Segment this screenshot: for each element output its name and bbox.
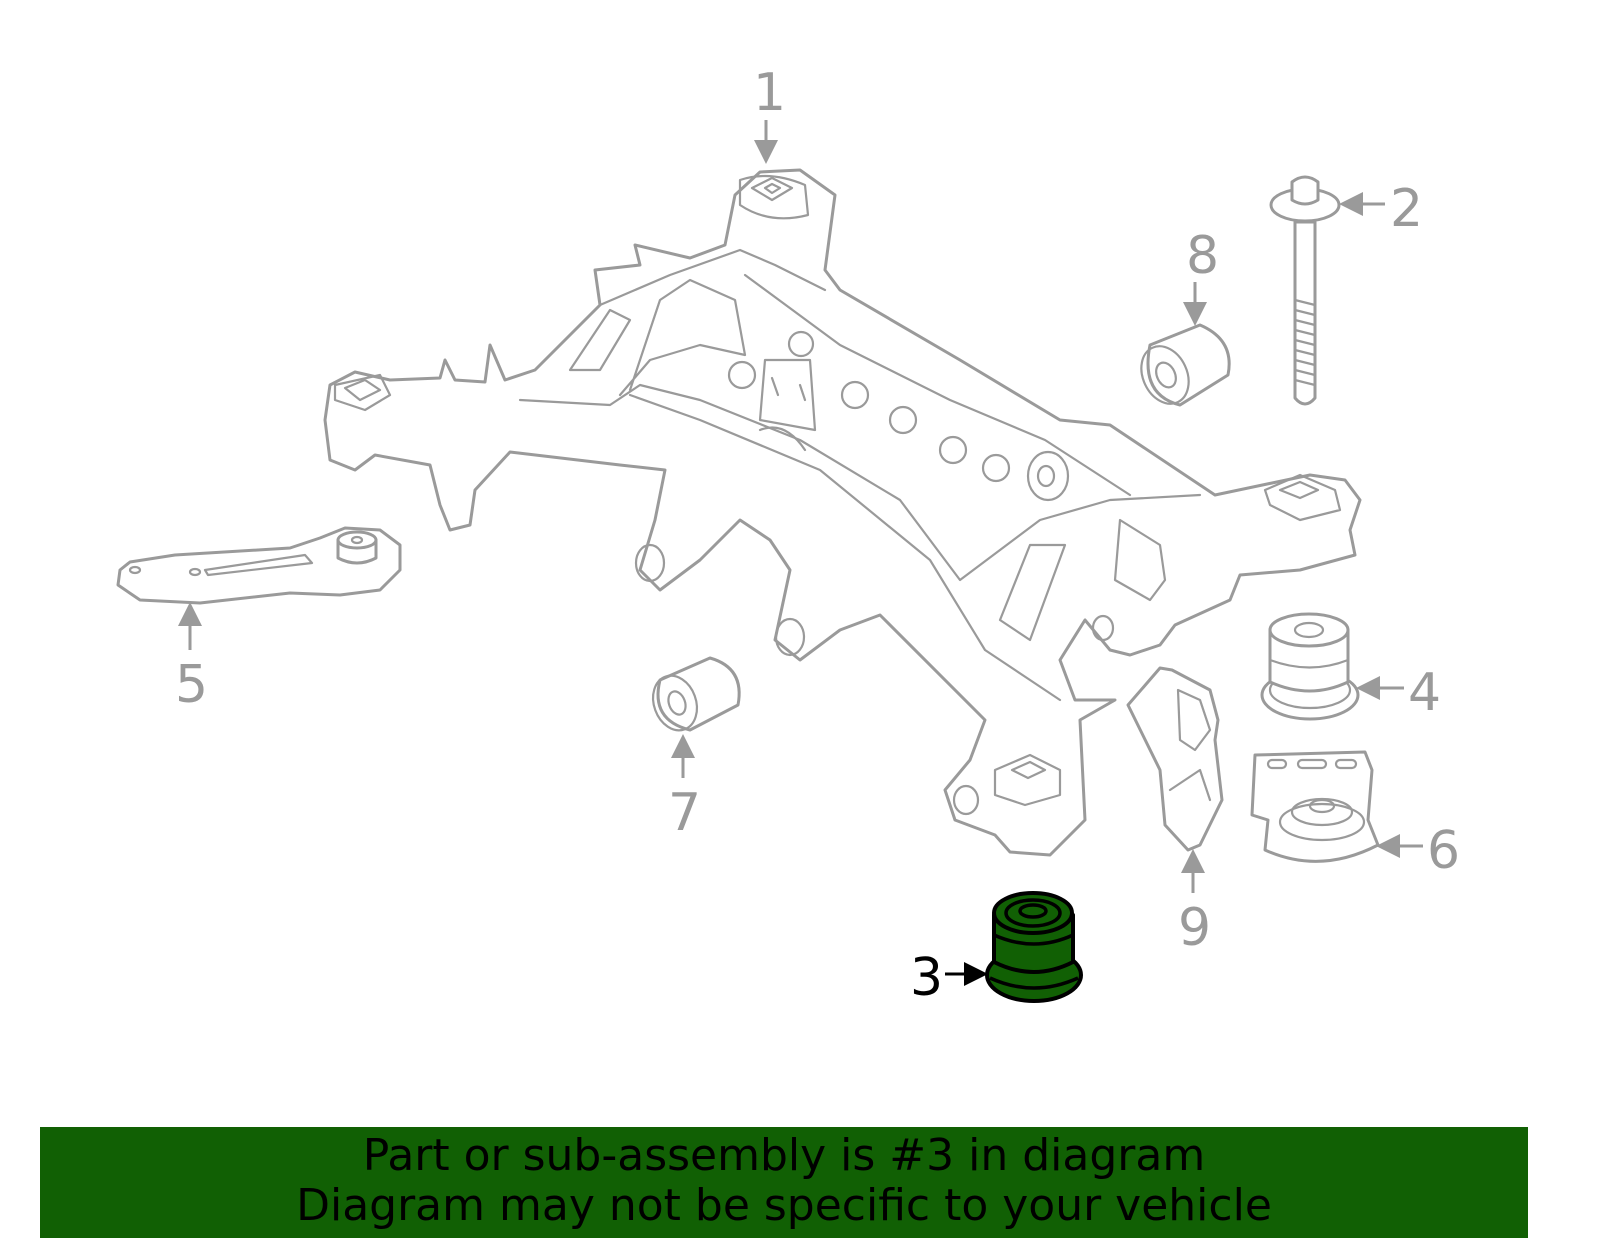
callout-6: 6	[1427, 821, 1460, 881]
highlighted-bushing-part-3[interactable]	[985, 891, 1083, 1003]
bracket-mount-part-6	[1250, 750, 1380, 863]
arm-part-5	[116, 526, 402, 605]
callout-5: 5	[175, 655, 208, 715]
bushing-part-7	[651, 656, 741, 732]
callout-8: 8	[1186, 226, 1219, 286]
callout-9: 9	[1178, 898, 1211, 958]
callout-3: 3	[910, 948, 943, 1008]
bracket-part-9	[1126, 666, 1224, 852]
callout-4: 4	[1408, 663, 1441, 723]
info-banner: Part or sub-assembly is #3 in diagram Di…	[40, 1127, 1528, 1238]
callout-1: 1	[753, 63, 786, 123]
bushing-part-8	[1140, 323, 1231, 407]
subframe-part-1	[323, 168, 1362, 857]
callout-7: 7	[668, 783, 701, 843]
bolt-part-2	[1269, 175, 1341, 406]
banner-line-part: Part or sub-assembly is #3 in diagram	[362, 1130, 1206, 1181]
banner-line-disclaimer: Diagram may not be specific to your vehi…	[296, 1180, 1272, 1231]
callout-2: 2	[1390, 179, 1423, 239]
mount-part-4	[1260, 612, 1360, 721]
